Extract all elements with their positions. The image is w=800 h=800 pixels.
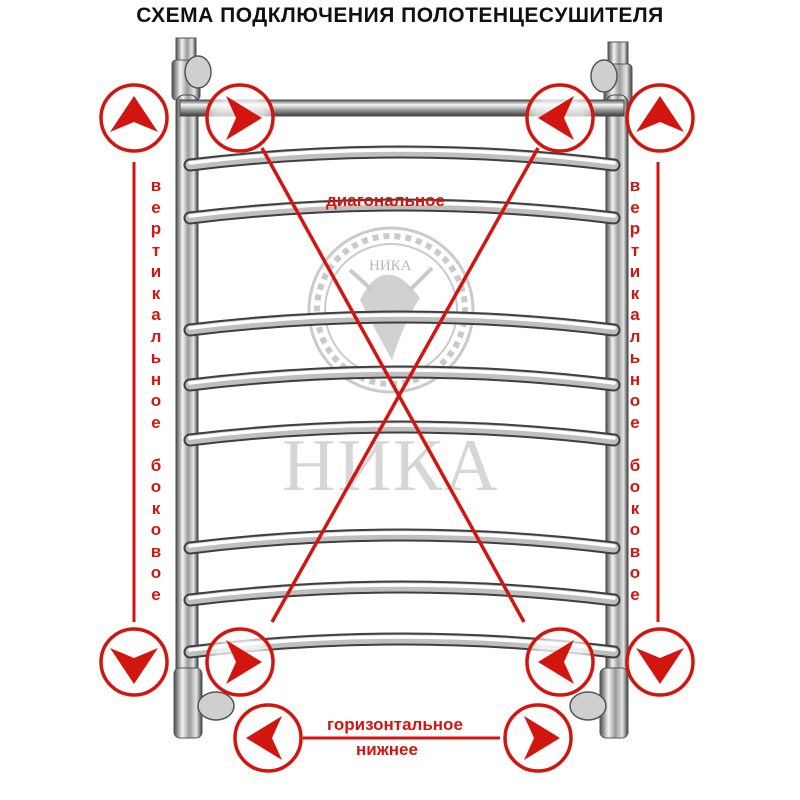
vertical-letter: в xyxy=(629,541,641,561)
vertical-letter: о xyxy=(629,391,641,410)
vertical-letter: к xyxy=(151,283,161,303)
vertical-letter: е xyxy=(630,197,640,217)
arrow-right-bottom-left-icon xyxy=(205,627,275,697)
rail-rung xyxy=(188,583,616,600)
vertical-letter: а xyxy=(630,305,640,324)
label-horizontal: горизонтальное xyxy=(327,715,463,734)
rail-rung xyxy=(185,312,619,335)
vertical-letter: е xyxy=(630,584,640,604)
vertical-letter: о xyxy=(629,563,641,582)
label-diagonal: диагональное xyxy=(326,191,446,210)
rail-rung xyxy=(188,368,616,385)
vertical-letter: н xyxy=(629,369,641,389)
rail-rung xyxy=(185,147,619,170)
arrow-up-right-outer-icon xyxy=(625,83,695,153)
vertical-letter: р xyxy=(629,219,641,238)
rail-rung xyxy=(185,582,619,605)
rail-rung xyxy=(185,422,619,445)
vertical-letter: ь xyxy=(150,348,162,367)
vertical-letter: е xyxy=(630,412,640,432)
arrow-down-left-outer-icon xyxy=(99,627,169,697)
vertical-letter: о xyxy=(150,520,162,539)
vertical-letter: а xyxy=(151,305,161,324)
rail-rung xyxy=(185,200,619,223)
vertical-letter: т xyxy=(151,240,161,260)
vertical-letter: б xyxy=(629,455,641,475)
diagram-title: СХЕМА ПОДКЛЮЧЕНИЯ ПОЛОТЕНЦЕСУШИТЕЛЯ xyxy=(136,4,664,27)
vertical-letter: е xyxy=(151,412,161,432)
rail-rung xyxy=(188,148,616,165)
arrow-right-bottom-icon xyxy=(503,703,573,773)
vertical-letter: и xyxy=(150,262,162,281)
top-left-valve xyxy=(171,37,212,101)
vertical-letter: о xyxy=(150,563,162,582)
arrow-right-top-left-icon xyxy=(205,83,275,153)
arrow-down-right-outer-icon xyxy=(625,627,695,697)
vertical-letter: в xyxy=(150,541,162,561)
bottom-left-fitting xyxy=(173,667,235,739)
rail-rung xyxy=(188,313,616,330)
rail-rung xyxy=(188,531,616,548)
bottom-right-fitting xyxy=(569,667,629,739)
diagonal-line-1 xyxy=(260,147,526,623)
top-rail xyxy=(179,99,625,117)
rail-rung xyxy=(188,201,616,218)
watermark-large-text: НИКА xyxy=(282,425,500,507)
rail-rung xyxy=(188,423,616,440)
vertical-letter: о xyxy=(629,477,641,496)
vertical-letter: в xyxy=(629,176,641,195)
watermark-logo-text: НИКА xyxy=(369,258,412,274)
vertical-letter: о xyxy=(150,391,162,410)
vertical-letter: о xyxy=(150,477,162,496)
arrow-up-left-outer-icon xyxy=(99,83,169,153)
rail-rung xyxy=(185,530,619,553)
vertical-letter: л xyxy=(629,326,641,346)
vertical-letter: к xyxy=(630,498,640,518)
vertical-letter: р xyxy=(150,219,162,238)
vertical-letter: и xyxy=(629,262,641,281)
arrow-left-bottom-icon xyxy=(233,703,303,773)
vertical-letter: в xyxy=(150,176,162,195)
vertical-letter: к xyxy=(151,498,161,518)
vertical-letter: о xyxy=(629,520,641,539)
label-bottom: нижнее xyxy=(356,740,418,759)
vertical-letter: л xyxy=(150,326,162,346)
top-right-valve xyxy=(590,41,633,105)
arrow-left-bottom-right-icon xyxy=(525,627,595,697)
vertical-letter: к xyxy=(630,283,640,303)
vertical-letter: е xyxy=(151,197,161,217)
arrow-left-top-right-icon xyxy=(525,83,595,153)
rail-rung xyxy=(185,367,619,390)
vertical-letter: н xyxy=(150,369,162,389)
vertical-letter: ь xyxy=(629,348,641,367)
vertical-letter: е xyxy=(151,584,161,604)
vertical-letter: т xyxy=(630,240,640,260)
diagonal-line-2 xyxy=(270,147,540,623)
vertical-letter: б xyxy=(150,455,162,475)
